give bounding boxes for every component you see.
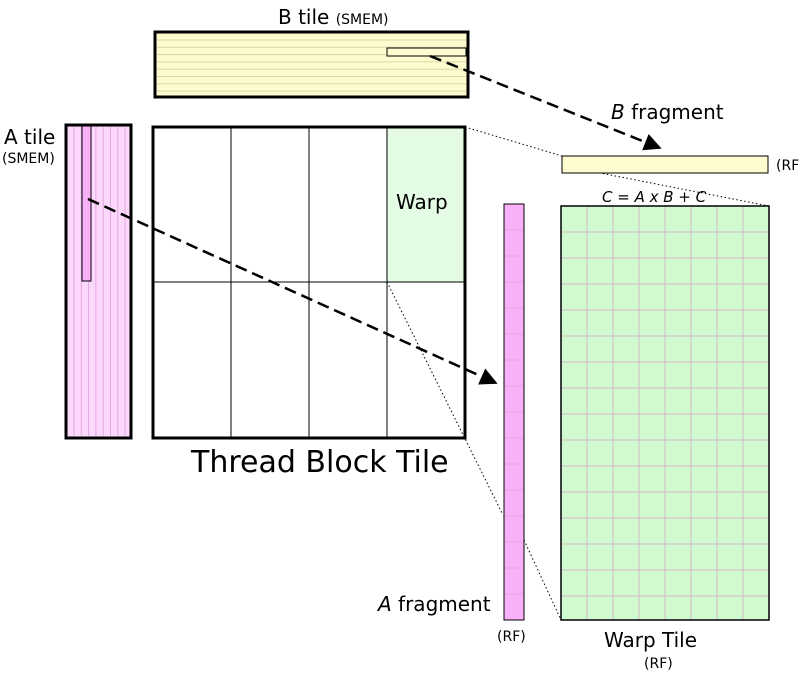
a-fragment-arrow [87,197,498,385]
thread-block-tile [151,125,467,440]
a-fragment [503,203,525,621]
a-tile-mem: (SMEM) [2,151,55,167]
warp-tile-border [560,205,770,621]
a-tile-slice [81,125,92,282]
b-tile-title: B tile (SMEM) [278,5,389,29]
projection-line [464,126,563,157]
b-tile-rows [157,39,466,92]
warp-tile [560,205,770,621]
warp-tile-title: Warp Tile [604,628,697,652]
b-fragment-arrow [429,54,662,151]
thread-block-border [151,125,467,440]
thread-block-tile-title: Thread Block Tile [190,445,449,480]
b-tile-border [153,30,470,99]
a-fragment-title: A fragment [376,592,491,616]
b-tile-slice [386,47,467,57]
warp-tile-grid [561,206,769,620]
a-tile-border [64,123,133,440]
warp-tile-mem: (RF) [644,656,673,672]
projection-line [523,539,562,621]
b-fragment-mem: (RF [776,158,799,174]
warp-cell [387,127,465,282]
projection-lines [386,126,770,621]
equation: C = A x B + C [602,188,707,206]
b-fragment-title: B fragment [611,100,724,124]
b-tile [153,30,470,99]
projection-line [386,281,503,514]
b-fragment [561,155,769,174]
b-tile-fill [155,32,468,97]
b-fragment-bar [561,155,769,174]
a-fragment-rows [504,229,524,595]
a-tile [64,123,133,440]
a-fragment-mem: (RF) [497,629,526,645]
a-tile-title: A tile [4,125,55,149]
projection-line [594,171,770,207]
a-fragment-border [503,203,525,621]
warp-label: Warp [396,190,448,214]
a-tile-columns [73,127,126,436]
a-tile-fill [66,125,131,438]
